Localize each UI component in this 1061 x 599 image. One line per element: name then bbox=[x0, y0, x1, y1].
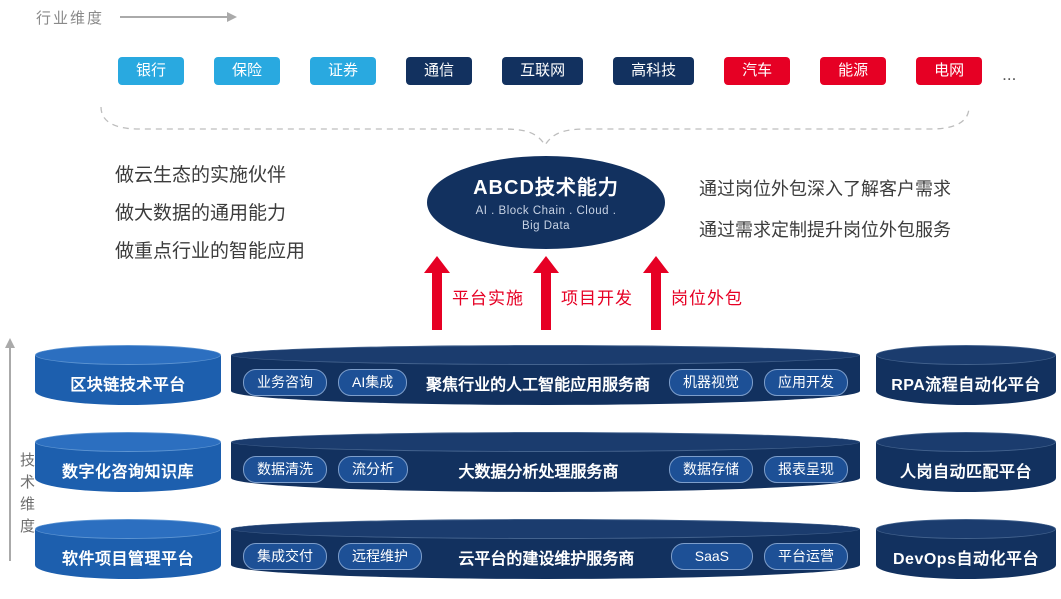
capability-tag: 集成交付 bbox=[243, 543, 327, 570]
up-arrow-position-outsourcing bbox=[643, 256, 669, 330]
cylinder-job-matching-platform: 人岗自动匹配平台 bbox=[876, 432, 1056, 492]
industry-pill-internet: 互联网 bbox=[502, 57, 584, 85]
technology-axis-label: 技术维度 bbox=[16, 450, 37, 542]
arrow-label-platform-implementation: 平台实施 bbox=[452, 289, 524, 308]
cylinder-digital-knowledge-base: 数字化咨询知识库 bbox=[35, 432, 221, 492]
industry-pill-hightech: 高科技 bbox=[613, 57, 695, 85]
industry-pill-auto: 汽车 bbox=[724, 57, 791, 85]
capability-point: 做云生态的实施伙伴 bbox=[115, 165, 287, 186]
arrow-shaft bbox=[432, 273, 442, 330]
abcd-capability-ellipse: ABCD技术能力 AI . Block Chain . Cloud . Big … bbox=[427, 156, 665, 249]
cylinder-ai-service: 业务咨询 AI集成 聚焦行业的人工智能应用服务商 机器视觉 应用开发 bbox=[231, 345, 860, 405]
technology-axis-arrow-icon bbox=[5, 338, 15, 561]
ellipse-title: ABCD技术能力 bbox=[473, 177, 619, 199]
capability-tag: 数据清洗 bbox=[243, 456, 327, 483]
platform-label: RPA流程自动化平台 bbox=[891, 376, 1041, 394]
service-title: 大数据分析处理服务商 bbox=[458, 463, 619, 481]
cylinder-software-pm-platform: 软件项目管理平台 bbox=[35, 519, 221, 579]
arrow-head-icon bbox=[533, 256, 559, 273]
cylinder-rpa-platform: RPA流程自动化平台 bbox=[876, 345, 1056, 405]
cylinder-devops-platform: DevOps自动化平台 bbox=[876, 519, 1056, 579]
ellipse-subtitle-line1: AI . Block Chain . Cloud . bbox=[475, 205, 617, 217]
industry-pill-telecom: 通信 bbox=[406, 57, 473, 85]
outsourcing-point: 通过岗位外包深入了解客户需求 bbox=[699, 179, 951, 199]
platform-label: 软件项目管理平台 bbox=[61, 550, 194, 568]
service-title: 云平台的建设维护服务商 bbox=[458, 550, 635, 568]
capability-tag: 业务咨询 bbox=[243, 369, 327, 396]
arrow-head-icon bbox=[424, 256, 450, 273]
right-outsourcing-points: 通过岗位外包深入了解客户需求 通过需求定制提升岗位外包服务 bbox=[699, 169, 951, 251]
capability-tag: 平台运营 bbox=[764, 543, 848, 570]
platform-label: 数字化咨询知识库 bbox=[61, 463, 194, 481]
capability-tag: 流分析 bbox=[338, 456, 408, 483]
industry-more-ellipsis: ... bbox=[1002, 65, 1017, 84]
outsourcing-point: 通过需求定制提升岗位外包服务 bbox=[699, 220, 951, 240]
capability-point: 做大数据的通用能力 bbox=[115, 203, 287, 224]
arrow-label-project-development: 项目开发 bbox=[561, 289, 633, 308]
arrow-shaft bbox=[541, 273, 551, 330]
industry-pill-grid: 电网 bbox=[916, 57, 983, 85]
left-capability-points: 做云生态的实施伙伴 做大数据的通用能力 做重点行业的智能应用 bbox=[115, 157, 305, 271]
capability-tag: 数据存储 bbox=[669, 456, 753, 483]
capability-point: 做重点行业的智能应用 bbox=[115, 241, 306, 262]
service-title: 聚焦行业的人工智能应用服务商 bbox=[426, 376, 651, 394]
platform-label: 区块链技术平台 bbox=[70, 376, 186, 394]
industry-pill-insurance: 保险 bbox=[214, 57, 281, 85]
platform-label: DevOps自动化平台 bbox=[893, 550, 1039, 568]
industry-pill-bank: 银行 bbox=[118, 57, 185, 85]
capability-tag: 报表呈现 bbox=[764, 456, 848, 483]
arrow-shaft bbox=[651, 273, 661, 330]
arrow-head-icon bbox=[643, 256, 669, 273]
capability-tag: 机器视觉 bbox=[669, 369, 753, 396]
capability-tag: 远程维护 bbox=[338, 543, 422, 570]
industry-pill-row: 银行 保险 证券 通信 互联网 高科技 汽车 能源 电网 ... bbox=[118, 57, 1016, 85]
cylinder-cloud-service: 集成交付 远程维护 云平台的建设维护服务商 SaaS 平台运营 bbox=[231, 519, 860, 579]
industry-axis-arrow-icon bbox=[120, 12, 237, 22]
brace-dashed-line bbox=[100, 106, 970, 147]
capability-tag: 应用开发 bbox=[764, 369, 848, 396]
industry-pill-energy: 能源 bbox=[820, 57, 887, 85]
capability-tag: SaaS bbox=[670, 543, 753, 570]
industry-pill-securities: 证券 bbox=[310, 57, 377, 85]
capability-tag: AI集成 bbox=[338, 369, 408, 396]
up-arrow-platform-implementation bbox=[424, 256, 450, 330]
cylinder-blockchain-platform: 区块链技术平台 bbox=[35, 345, 221, 405]
cylinder-bigdata-service: 数据清洗 流分析 大数据分析处理服务商 数据存储 报表呈现 bbox=[231, 432, 860, 492]
up-arrow-project-development bbox=[533, 256, 559, 330]
industry-axis-label: 行业维度 bbox=[36, 10, 105, 27]
platform-label: 人岗自动匹配平台 bbox=[899, 463, 1032, 481]
arrow-label-position-outsourcing: 岗位外包 bbox=[671, 289, 743, 308]
ellipse-subtitle-line2: Big Data bbox=[521, 220, 571, 232]
